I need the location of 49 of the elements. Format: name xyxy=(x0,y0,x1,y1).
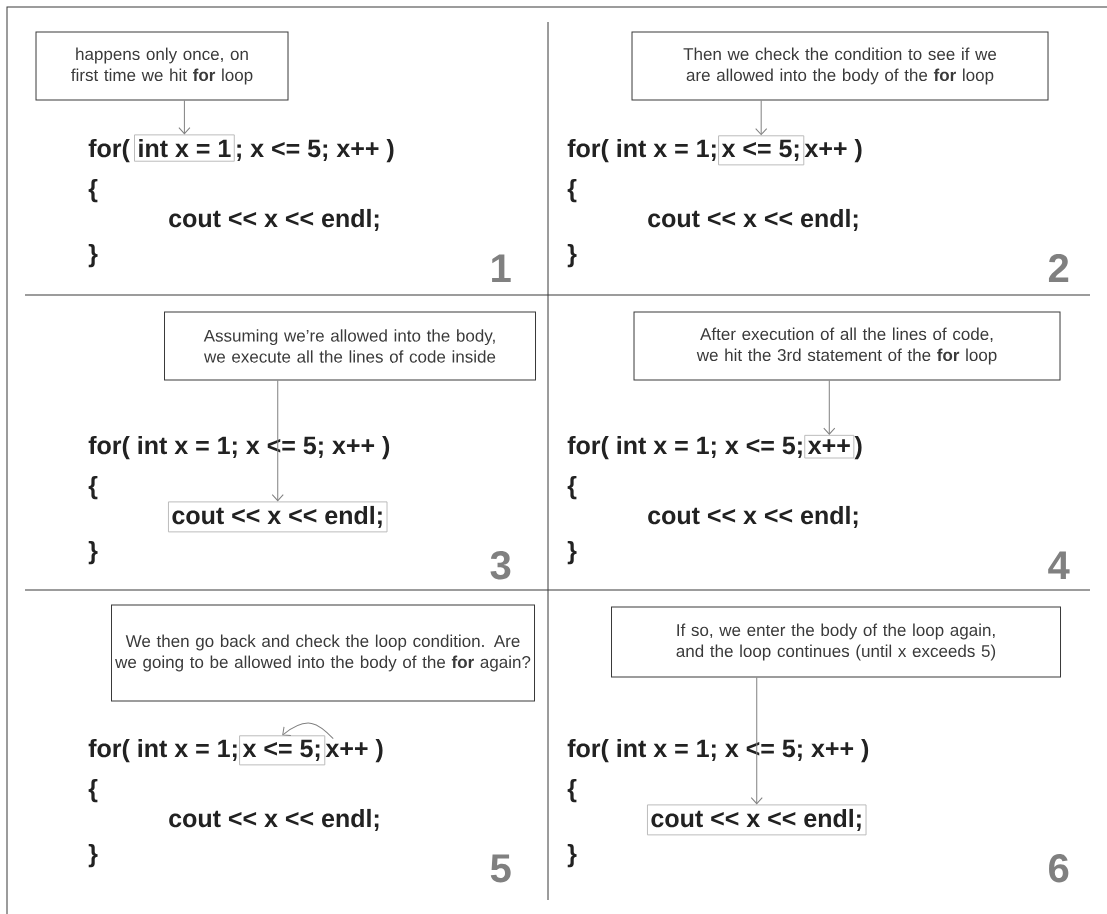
code-text: } xyxy=(88,243,98,268)
highlight-box: x <= 5; xyxy=(718,135,805,166)
callout-box: We then go back and check the loop condition. Are we going to be allowed into the body of the for again? xyxy=(111,604,535,702)
arrow xyxy=(750,677,763,805)
code-text: { xyxy=(567,778,577,803)
code-text: { xyxy=(88,778,98,803)
code-text: ; x <= 5; x++ ) xyxy=(237,138,394,163)
step-number: 4 xyxy=(1048,551,1070,579)
code-text: { xyxy=(88,178,98,203)
code-text: x++ ) xyxy=(804,138,862,163)
code-text: { xyxy=(567,475,577,500)
code-text: for( int x = 1; xyxy=(88,738,237,763)
code-text: } xyxy=(567,243,577,268)
highlight-box: int x = 1 xyxy=(134,134,235,162)
callout-box: After execution of all the lines of code, we hit the 3rd statement of the for loop xyxy=(633,311,1061,381)
code-text: cout << x << endl; xyxy=(648,505,858,528)
step-number: 6 xyxy=(1049,854,1069,883)
code-text: cout << x << endl; xyxy=(648,208,858,231)
highlight-box: cout << x << endl; xyxy=(647,804,867,836)
arrow xyxy=(178,100,191,135)
arrow xyxy=(823,380,836,435)
code-text: cout << x << endl; xyxy=(169,808,379,831)
curved-arrow xyxy=(282,722,334,740)
step-number: 5 xyxy=(490,854,511,883)
code-text: for( int x = 1; x <= 5; x++ ) xyxy=(567,738,869,763)
highlight-box: x++ xyxy=(804,434,855,459)
arrow xyxy=(755,100,768,136)
code-text: ) xyxy=(854,435,862,460)
code-text: } xyxy=(567,843,577,868)
code-text: { xyxy=(88,475,98,500)
code-text: } xyxy=(567,540,577,565)
code-text: x++ ) xyxy=(325,738,383,763)
step-number: 2 xyxy=(1048,254,1069,282)
callout-box: happens only once, on first time we hit for loop xyxy=(35,31,289,101)
highlight-box: x <= 5; xyxy=(239,735,326,766)
code-text: for( int x = 1; x <= 5; xyxy=(567,435,802,460)
code-text: { xyxy=(567,178,577,203)
code-text: for( xyxy=(88,138,130,163)
code-text: for( int x = 1; x <= 5; x++ ) xyxy=(88,435,390,460)
code-text: } xyxy=(88,843,98,868)
step-number: 3 xyxy=(490,551,511,580)
code-text: } xyxy=(88,540,98,565)
callout-box: Then we check the condition to see if we are allowed into the body of the for loop xyxy=(631,31,1049,101)
code-text: cout << x << endl; xyxy=(169,208,379,231)
callout-box: If so, we enter the body of the loop again, and the loop continues (until x exceeds 5) xyxy=(611,606,1061,678)
arrow xyxy=(271,380,284,502)
callout-box: Assuming we’re allowed into the body, we execute all the lines of code inside xyxy=(164,311,536,381)
highlight-box: cout << x << endl; xyxy=(168,501,388,533)
code-text: for( int x = 1; xyxy=(567,138,716,163)
